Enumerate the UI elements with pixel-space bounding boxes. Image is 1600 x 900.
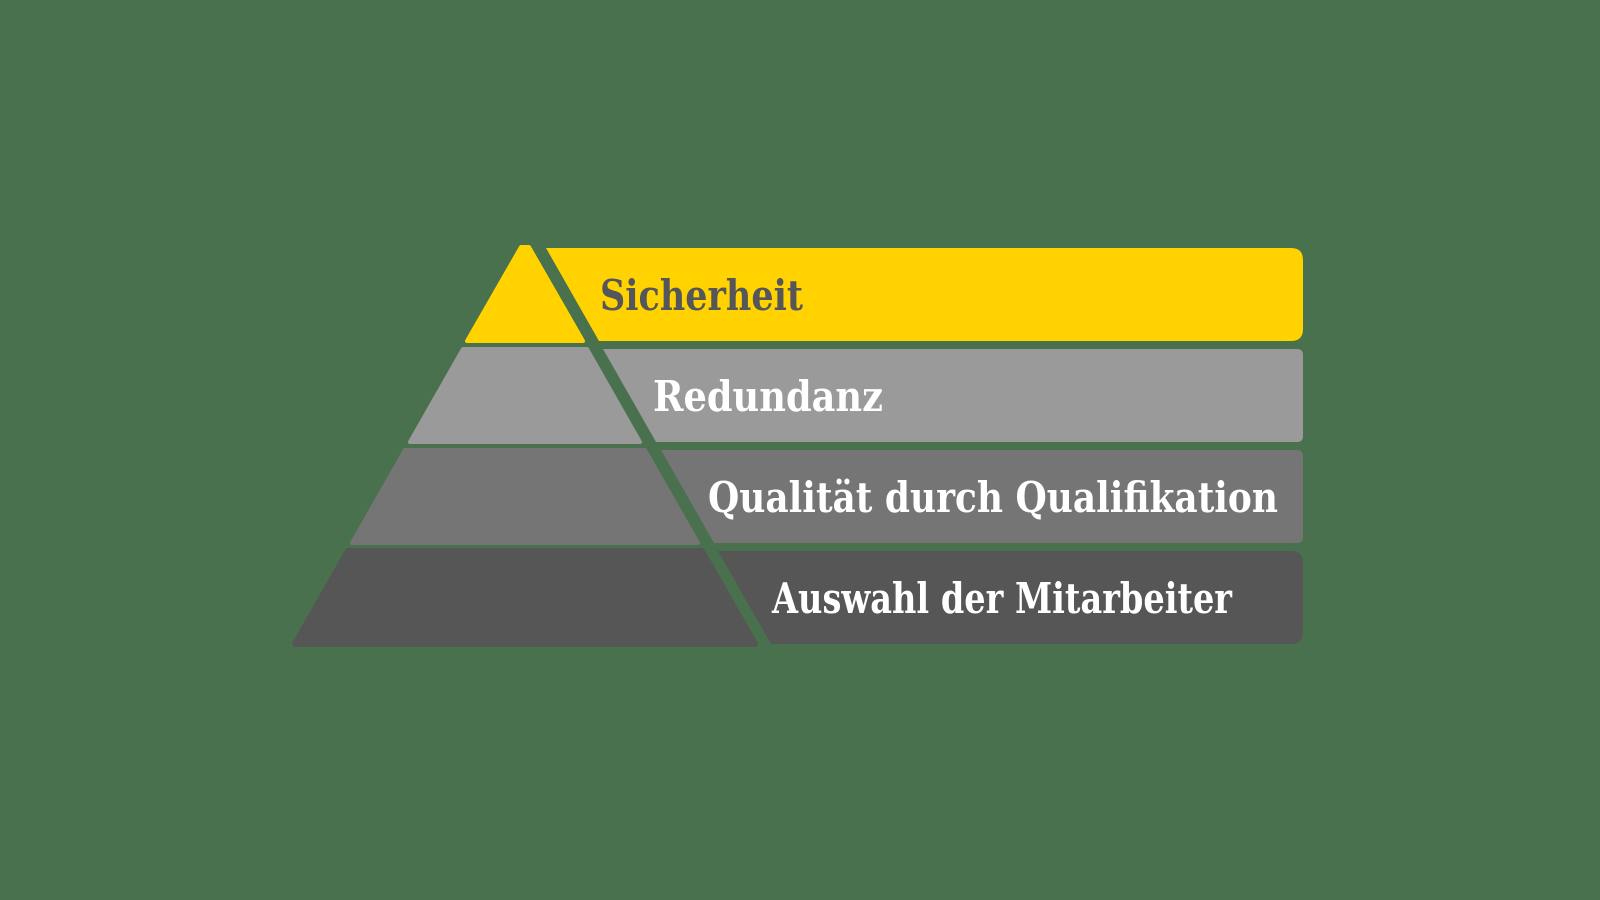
label-sicherheit: Sicherheit	[600, 271, 803, 320]
label-auswahl: Auswahl der Mitarbeiter	[771, 574, 1232, 623]
pyramid-slice-auswahl	[292, 548, 758, 647]
label-qualitaet: Qualität durch Qualifikation	[708, 473, 1278, 522]
pyramid-slice-sicherheit	[465, 245, 585, 343]
bar-sicherheit	[546, 248, 1303, 341]
pyramid-slice-qualitaet	[350, 448, 700, 545]
pyramid-slice-redundanz	[408, 347, 642, 444]
label-redundanz: Redundanz	[653, 372, 883, 421]
bar-auswahl	[718, 551, 1303, 644]
bar-qualitaet	[661, 450, 1303, 543]
bar-redundanz	[603, 349, 1303, 442]
